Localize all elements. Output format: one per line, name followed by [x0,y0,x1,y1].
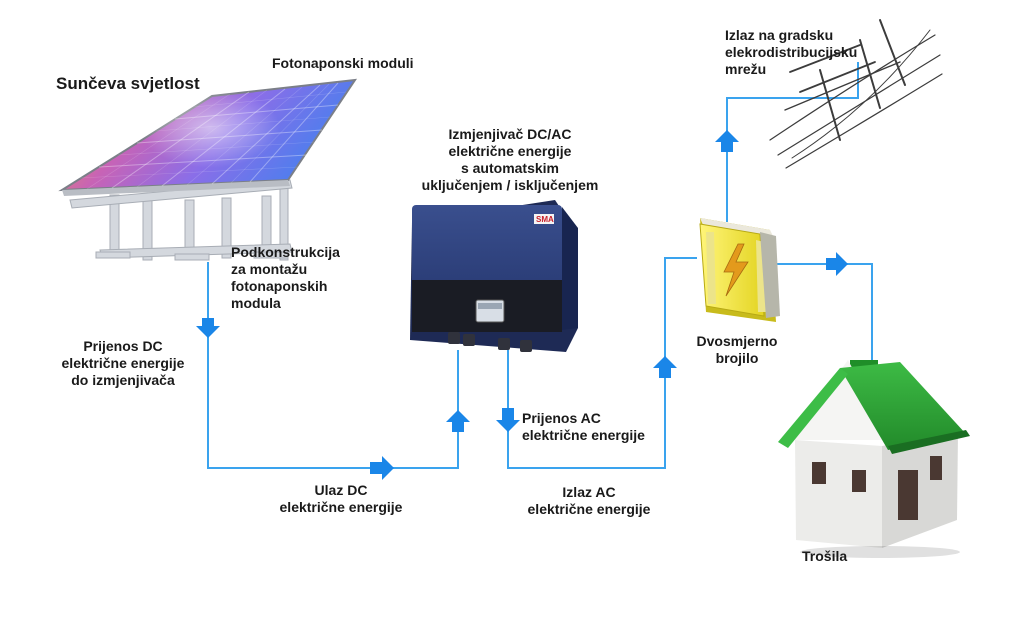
grid-label-line-2: elekrodistribucijsku [725,44,858,60]
ac-output-label-line-2: električne energije [527,501,651,517]
arrow-up-ac [653,356,677,378]
grid-label-line-1: Izlaz na gradsku [725,27,834,43]
inverter-label-line-4: uključenjem / isključenjem [421,177,599,193]
inverter-label-line-1: Izmjenjivač DC/AC [448,126,572,142]
ac-transfer-label: Prijenos AC električne energije [522,410,645,444]
house-icon [778,360,970,558]
meter-label: Dvosmjerno brojilo [682,333,792,367]
dc-input-label-line-1: Ulaz DC [314,482,368,498]
house-wire [775,263,873,365]
inverter-label-line-3: s automatskim [460,160,560,176]
ac-output-label: Izlaz AC električne energije [514,484,664,518]
dc-transfer-label-line-3: do izmjenjivača [71,372,175,388]
ac-transfer-label-line-1: Prijenos AC [522,410,601,426]
grid-label-line-3: mrežu [725,61,767,77]
structure-label-line-2: za montažu [231,261,308,277]
inverter-label-line-2: električne energije [448,143,572,159]
dc-transfer-label-line-2: električne energije [61,355,185,371]
inverter-icon: SMA [410,200,578,352]
solar-panel-icon [58,78,358,261]
grid-wire [726,62,859,222]
dc-input-label: Ulaz DC električne energije [266,482,416,516]
consumers-label: Trošila [802,548,848,564]
structure-label-line-3: fotonaponskih [231,278,328,294]
dc-input-label-line-2: električne energije [279,499,403,515]
inverter-label: Izmjenjivač DC/AC električne energije s … [412,126,608,194]
dc-transfer-label: Prijenos DC električne energije do izmje… [48,338,198,389]
arrow-up-grid [715,130,739,152]
meter-label-line-2: brojilo [715,350,759,366]
structure-label-line-4: modula [231,295,281,311]
ac-output-label-line-1: Izlaz AC [562,484,616,500]
structure-label-line-1: Podkonstrukcija [231,244,340,260]
lightning-icon [723,243,749,297]
dc-transfer-label-line-1: Prijenos DC [83,338,163,354]
sunlight-label: Sunčeva svjetlost [56,74,200,93]
arrow-up-dc [446,410,470,432]
dc-wire [207,262,459,469]
grid-label: Izlaz na gradsku elekrodistribucijsku mr… [725,27,857,78]
arrow-down-ac [496,408,520,432]
power-line-icon [769,19,943,169]
arrow-down-dc [196,318,220,338]
meter-icon [699,218,780,322]
arrow-right-dc [370,456,394,480]
modules-label: Fotonaponski moduli [272,55,414,71]
arrow-right-house [826,252,848,276]
flow-arrows [196,130,848,480]
meter-label-line-1: Dvosmjerno [696,333,778,349]
svg-text:SMA: SMA [536,215,554,224]
structure-label: Podkonstrukcija za montažu fotonaponskih… [231,244,340,312]
ac-transfer-label-line-2: električne energije [522,427,645,443]
